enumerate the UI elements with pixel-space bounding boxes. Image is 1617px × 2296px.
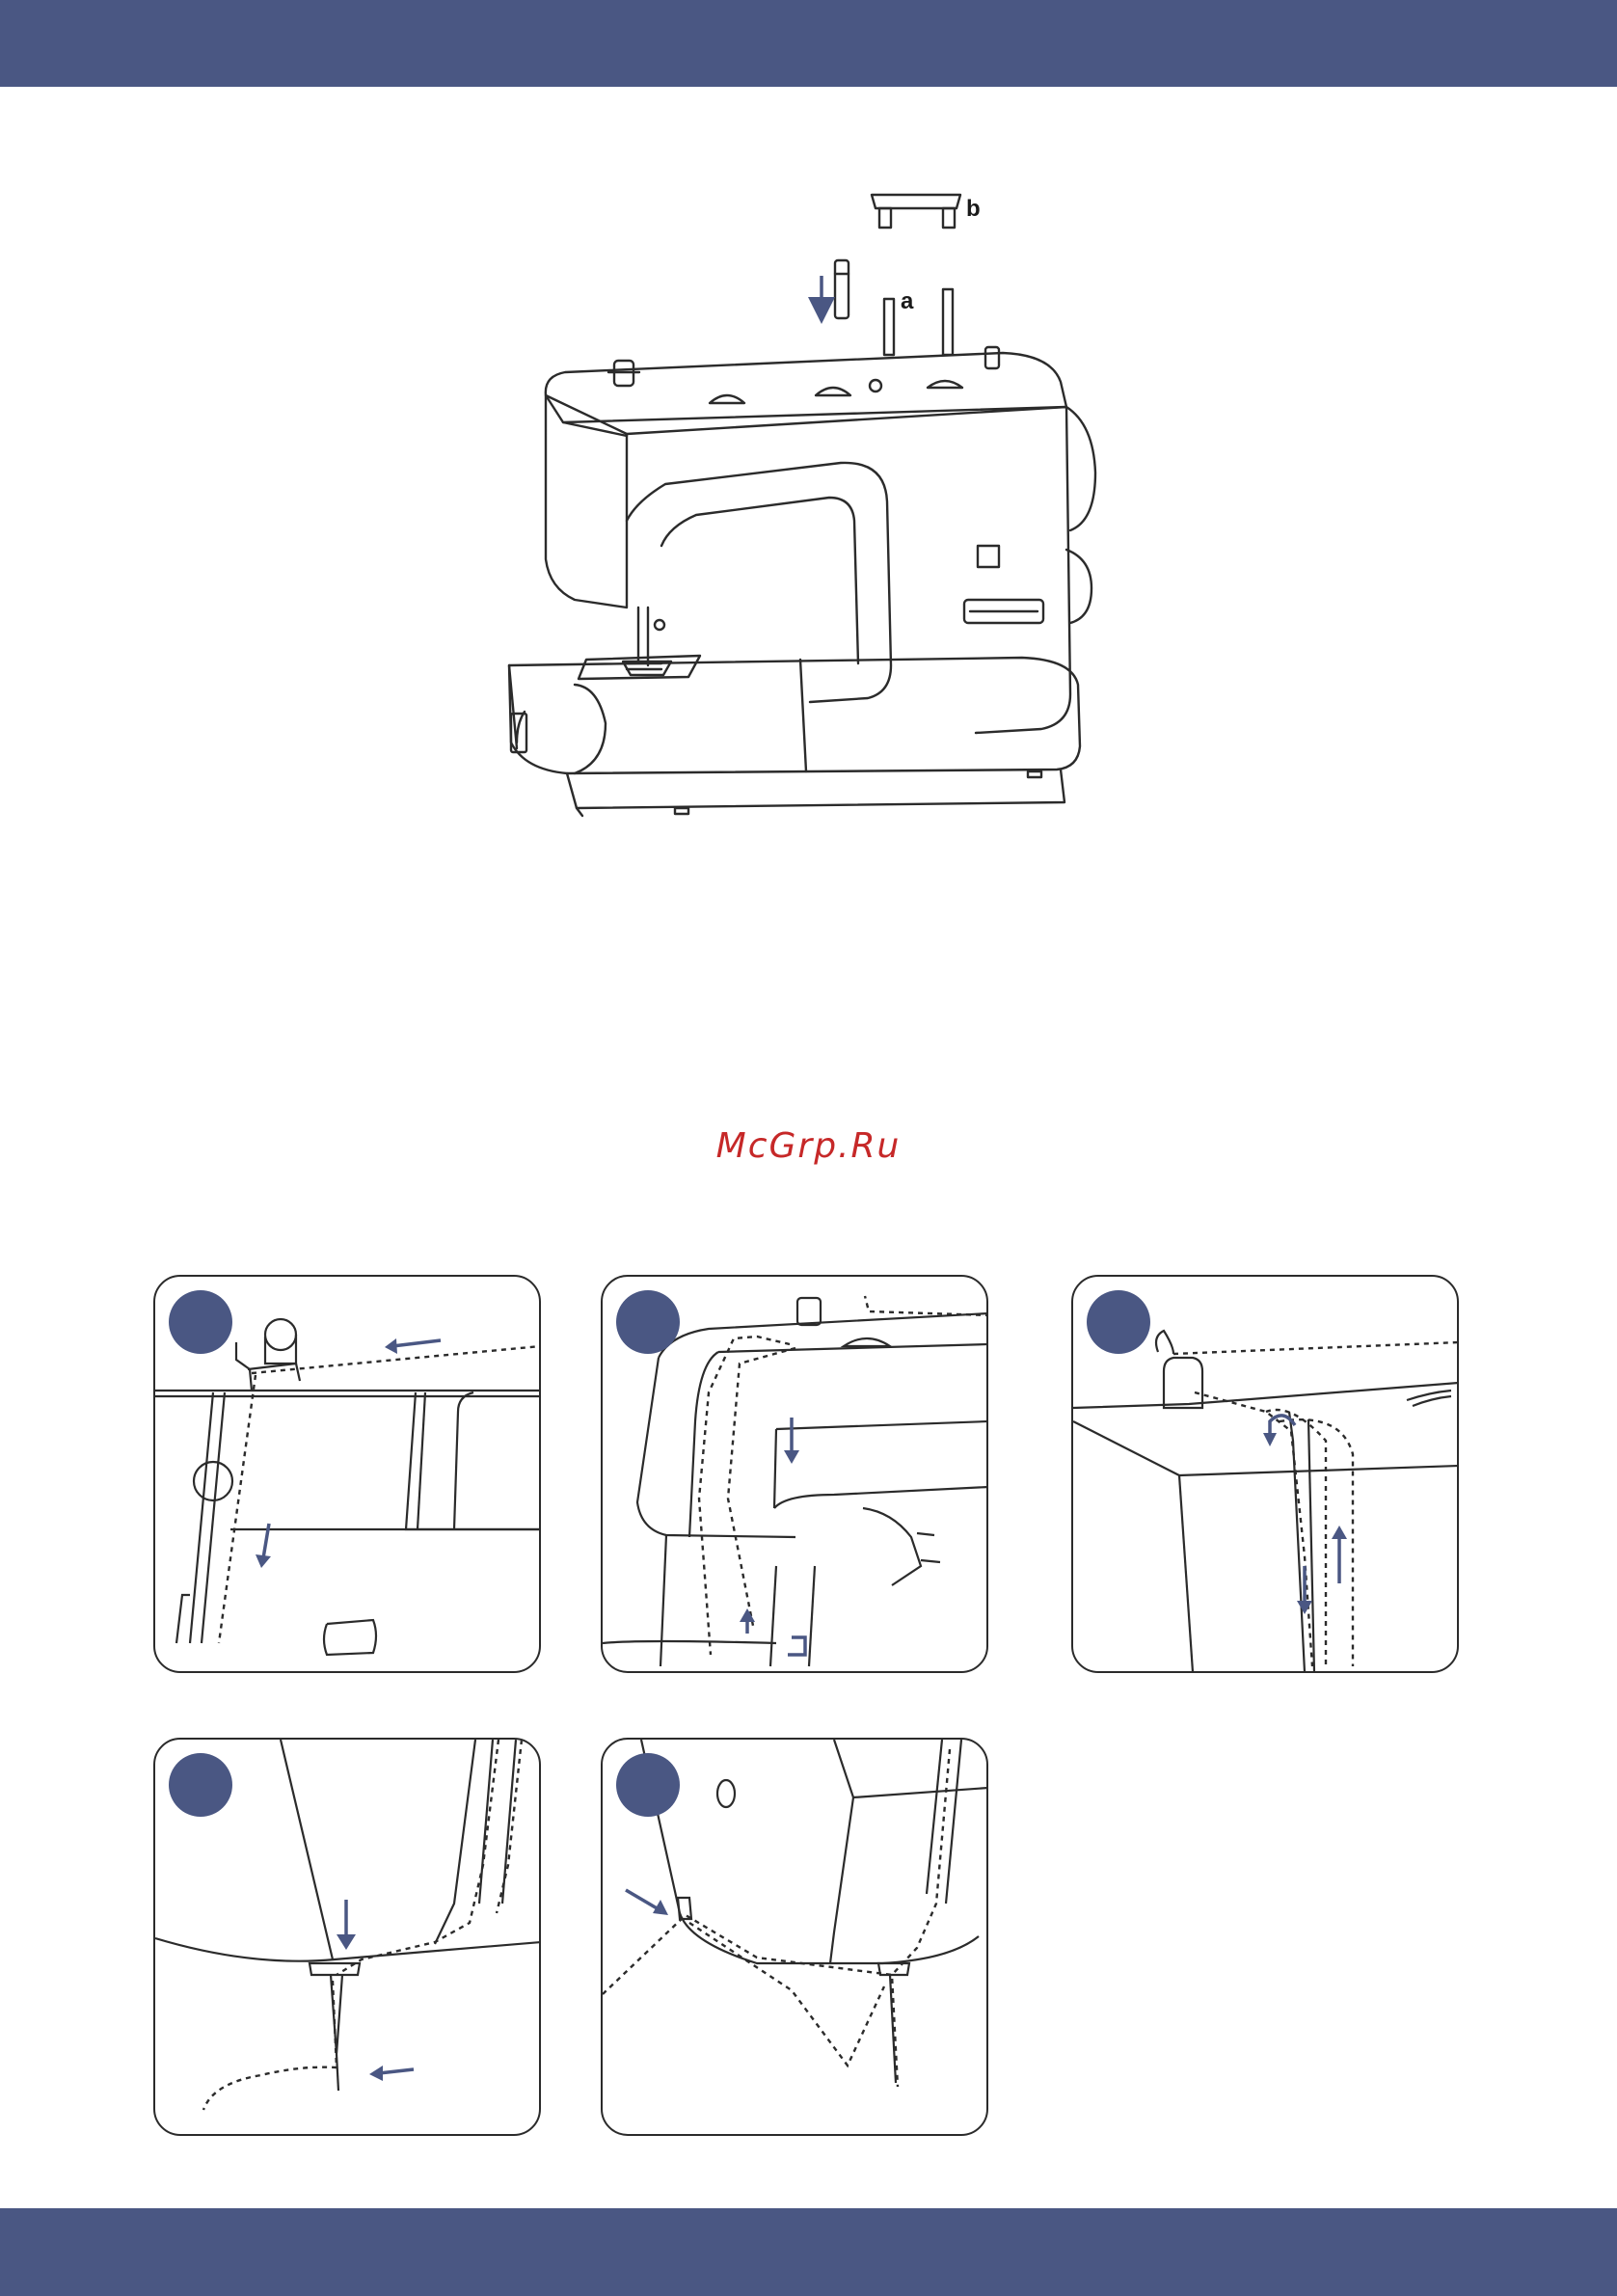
step-badge-5 bbox=[616, 1753, 680, 1817]
watermark: McGrp.Ru bbox=[0, 1126, 1617, 1166]
step-panel-2 bbox=[601, 1275, 988, 1673]
footer-band bbox=[0, 2208, 1617, 2296]
step-badge-3 bbox=[1087, 1290, 1150, 1354]
label-a: a bbox=[901, 288, 914, 314]
header-band bbox=[0, 0, 1617, 87]
spool-pin bbox=[835, 260, 849, 318]
step-badge-1 bbox=[169, 1290, 232, 1354]
sewing-machine-illustration: a b bbox=[482, 183, 1099, 858]
step-panel-5 bbox=[601, 1738, 988, 2136]
step-panel-4 bbox=[153, 1738, 541, 2136]
label-b: b bbox=[966, 196, 981, 222]
step-badge-2 bbox=[616, 1290, 680, 1354]
spool-holder-b bbox=[872, 195, 960, 228]
step-panel-1 bbox=[153, 1275, 541, 1673]
step-badge-4 bbox=[169, 1753, 232, 1817]
step-panel-3 bbox=[1071, 1275, 1459, 1673]
